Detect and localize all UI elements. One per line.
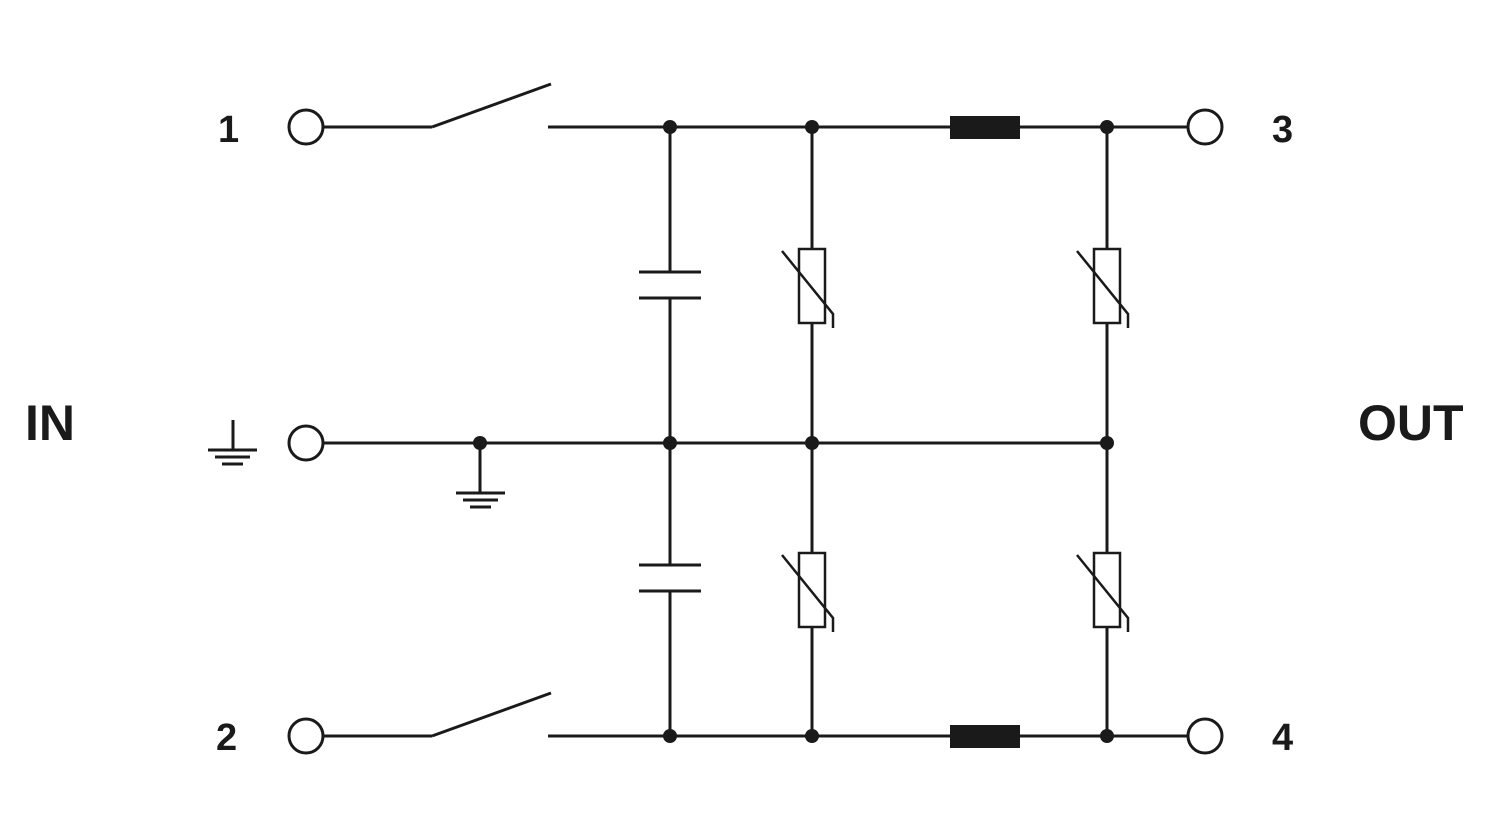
inductor-icon	[950, 116, 1020, 139]
terminal-3-icon	[1186, 108, 1224, 146]
junction-node	[473, 436, 487, 450]
varistor-column-input	[781, 127, 835, 736]
capacitor-icon	[639, 563, 701, 593]
junction-node	[663, 436, 677, 450]
terminal-1-label: 1	[218, 109, 239, 151]
terminal-2-label: 2	[216, 717, 237, 759]
terminal-ground-icon	[287, 424, 325, 462]
junction-node	[663, 120, 677, 134]
varistor-icon	[781, 247, 835, 328]
junction-node	[1100, 729, 1114, 743]
inductor-icon	[950, 725, 1020, 748]
junction-nodes	[473, 120, 1114, 743]
varistor-icon	[1076, 247, 1130, 328]
junction-node	[805, 120, 819, 134]
terminal-3-label: 3	[1272, 109, 1293, 151]
capacitor-column	[639, 127, 701, 736]
ground-icon	[456, 491, 505, 509]
switch-icon	[431, 691, 552, 738]
junction-node	[1100, 120, 1114, 134]
ground-rail	[324, 441, 1107, 492]
switch-icon	[431, 82, 552, 129]
top-rail	[324, 82, 1187, 139]
varistor-column-output	[1076, 127, 1130, 736]
junction-node	[805, 436, 819, 450]
terminal-2-icon	[287, 717, 325, 755]
bottom-rail	[324, 691, 1187, 748]
junction-node	[663, 729, 677, 743]
ground-icon	[208, 420, 257, 466]
input-label: IN	[25, 395, 75, 451]
terminal-4-label: 4	[1272, 717, 1293, 759]
junction-node	[1100, 436, 1114, 450]
terminal-4-icon	[1186, 717, 1224, 755]
terminal-1-icon	[287, 108, 325, 146]
output-label: OUT	[1358, 395, 1464, 451]
junction-node	[805, 729, 819, 743]
capacitor-icon	[639, 270, 701, 300]
varistor-icon	[781, 551, 835, 632]
varistor-icon	[1076, 551, 1130, 632]
